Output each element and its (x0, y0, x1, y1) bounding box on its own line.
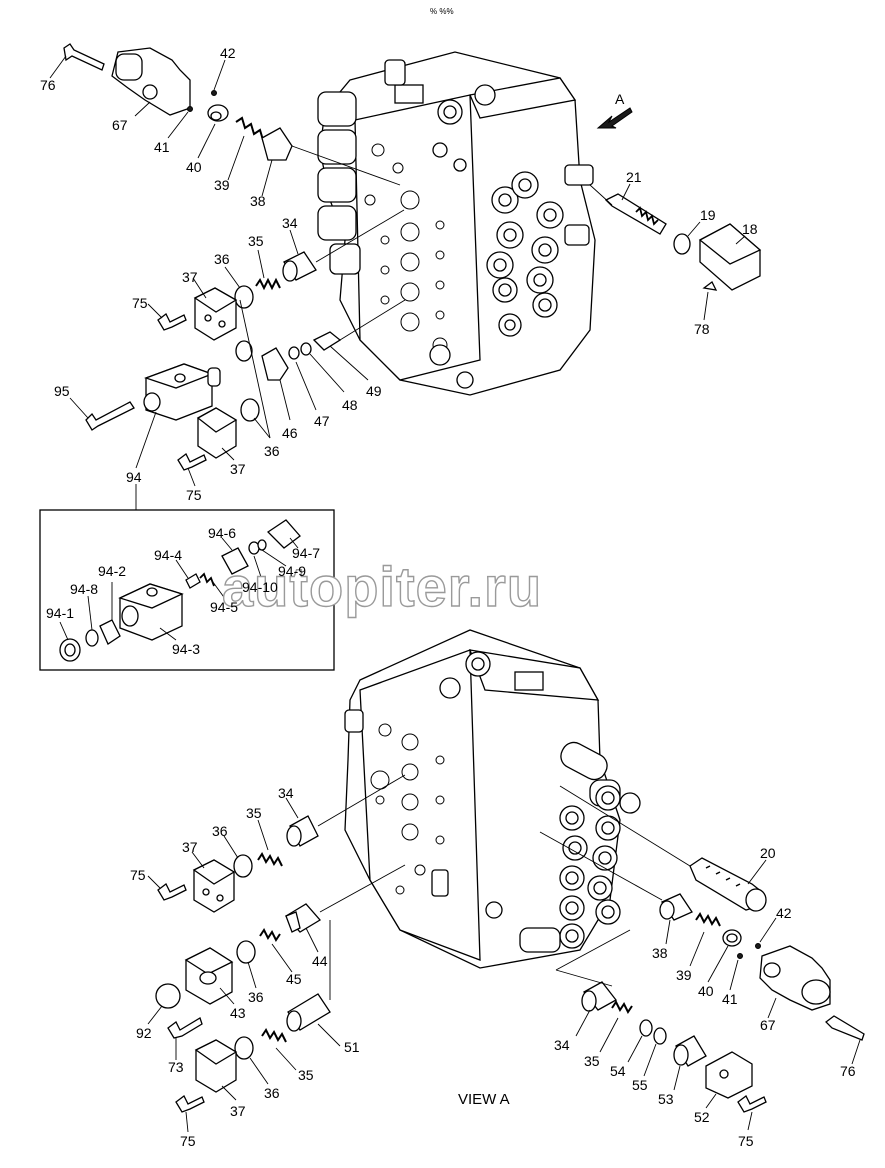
label-47: 47 (314, 413, 330, 429)
label-36-c: 36 (212, 823, 228, 839)
label-36-d: 36 (248, 989, 264, 1005)
label-37-c: 37 (182, 839, 198, 855)
label-54: 54 (610, 1063, 626, 1079)
label-73: 73 (168, 1059, 184, 1075)
label-75: 75 (132, 295, 148, 311)
label-44: 44 (312, 953, 328, 969)
label-94-6: 94-6 (208, 525, 236, 541)
label-35-b: 35 (246, 805, 262, 821)
label-49: 49 (366, 383, 382, 399)
lower-valve-body (344, 629, 641, 969)
label-51: 51 (344, 1039, 360, 1055)
label-94-1: 94-1 (46, 605, 74, 621)
label-67: 67 (112, 117, 128, 133)
label-34-c: 34 (554, 1037, 570, 1053)
label-43: 43 (230, 1005, 246, 1021)
label-94: 94 (126, 469, 142, 485)
label-75-d: 75 (180, 1133, 196, 1149)
label-35: 35 (248, 233, 264, 249)
label-38-b: 38 (652, 945, 668, 961)
label-46: 46 (282, 425, 298, 441)
label-67-b: 67 (760, 1017, 776, 1033)
label-75-b: 75 (186, 487, 202, 503)
label-75-c: 75 (130, 867, 146, 883)
label-94-3: 94-3 (172, 641, 200, 657)
lower-left-parts (147, 774, 406, 1133)
label-75-e: 75 (738, 1133, 754, 1149)
label-94-8: 94-8 (70, 581, 98, 597)
label-55: 55 (632, 1077, 648, 1093)
label-42: 42 (220, 45, 236, 61)
arrow-label: A (615, 91, 625, 107)
upper-valve-body (317, 51, 596, 396)
label-76-b: 76 (840, 1063, 856, 1079)
label-37: 37 (182, 269, 198, 285)
callout-labels: 76 42 67 41 40 39 38 34 35 36 37 75 21 1… (40, 45, 856, 1149)
label-42-b: 42 (776, 905, 792, 921)
label-40: 40 (186, 159, 202, 175)
label-36-e: 36 (264, 1085, 280, 1101)
label-34: 34 (282, 215, 298, 231)
label-94-7: 94-7 (292, 545, 320, 561)
watermark: autopiter.ru (222, 555, 542, 618)
label-36-b: 36 (264, 443, 280, 459)
label-35-c: 35 (584, 1053, 600, 1069)
upper-right-parts (589, 183, 762, 321)
label-19: 19 (700, 207, 716, 223)
label-45: 45 (286, 971, 302, 987)
label-34-b: 34 (278, 785, 294, 801)
label-94-9: 94-9 (278, 563, 306, 579)
view-label: VIEW A (458, 1091, 510, 1108)
label-41-b: 41 (722, 991, 738, 1007)
label-95: 95 (54, 383, 70, 399)
label-40-b: 40 (698, 983, 714, 999)
lower-right-parts (539, 785, 865, 1131)
label-41: 41 (154, 139, 170, 155)
label-94-5: 94-5 (210, 599, 238, 615)
label-76: 76 (40, 77, 56, 93)
label-94-2: 94-2 (98, 563, 126, 579)
label-36: 36 (214, 251, 230, 267)
label-39-b: 39 (676, 967, 692, 983)
label-92: 92 (136, 1025, 152, 1041)
upper-left-parts (49, 43, 406, 510)
item-94-detail (39, 509, 335, 671)
label-48: 48 (342, 397, 358, 413)
header-mark: % %% (430, 7, 454, 16)
label-21: 21 (626, 169, 642, 185)
label-18: 18 (742, 221, 758, 237)
label-52: 52 (694, 1109, 710, 1125)
label-38: 38 (250, 193, 266, 209)
label-94-4: 94-4 (154, 547, 182, 563)
label-53: 53 (658, 1091, 674, 1107)
label-78: 78 (694, 321, 710, 337)
label-37-d: 37 (230, 1103, 246, 1119)
label-37-b: 37 (230, 461, 246, 477)
view-arrow: A (596, 91, 633, 129)
label-35-d: 35 (298, 1067, 314, 1083)
label-39: 39 (214, 177, 230, 193)
label-94-10: 94-10 (242, 579, 278, 595)
label-20: 20 (760, 845, 776, 861)
